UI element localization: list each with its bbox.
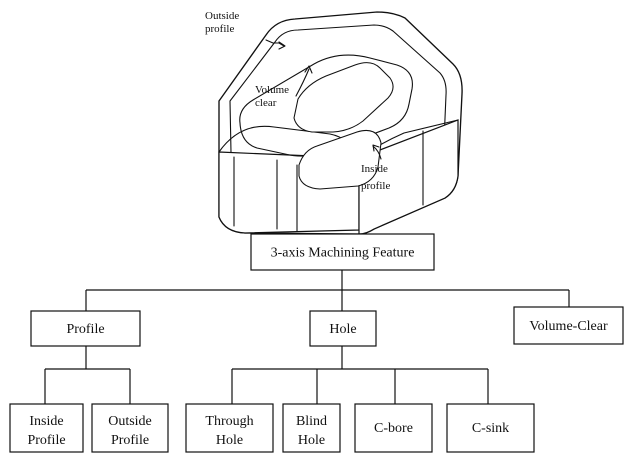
c-sink-node-box [446,403,535,453]
part-callouts: Outside profile Volume clear Inside prof… [205,10,390,192]
volume-clear-arrowhead [304,65,313,74]
inside-profile-leader [372,145,382,160]
profile-node: Profile [30,310,141,347]
root-node: 3-axis Machining Feature [250,233,435,271]
blind-hole-node: Blind Hole [282,403,341,453]
inside-profile-node-box [9,403,84,453]
root-node-box [250,233,435,271]
inside-profile-node-label-line-2: Profile [27,433,65,448]
inside-profile-callout-line-2: profile [361,180,390,192]
inside-profile-node-label-line-1: Inside [29,414,63,429]
blind-hole-node-label-line-2: Hole [298,433,325,448]
blind-hole-node-box [282,403,341,453]
pocket-upper-rim [239,54,413,157]
hole-node: Hole [309,310,377,347]
inside-profile-arrowhead [372,144,380,152]
hierarchy-connectors [44,270,570,404]
profile-node-box [30,310,141,347]
outside-profile-callout-line-1: Outside [205,10,239,22]
hierarchy-nodes: 3-axis Machining Feature Profile Hole Vo… [9,233,624,453]
volume-clear-callout-line-2: clear [255,97,277,109]
profile-node-label: Profile [66,322,104,337]
outside-profile-arrowhead [278,41,286,50]
outside-profile-node-label-line-1: Outside [108,414,152,429]
hole-node-box [309,310,377,347]
c-bore-node: C-bore [354,403,433,453]
volume-clear-leader [295,68,310,97]
volume-clear-node-box [513,306,624,345]
hole-node-label: Hole [329,322,356,337]
outside-profile-node: Outside Profile [91,403,169,453]
inside-profile-callout-line-1: Inside [361,163,388,175]
inside-profile-node: Inside Profile [9,403,84,453]
blind-hole-node-label-line-1: Blind [296,414,327,429]
outside-profile-node-label-line-2: Profile [111,433,149,448]
c-bore-node-label: C-bore [374,421,413,436]
outside-profile-leader [265,39,285,47]
volume-clear-callout-line-1: Volume [255,84,289,96]
outside-profile-callout-line-2: profile [205,23,234,35]
c-sink-node: C-sink [446,403,535,453]
c-bore-node-box [354,403,433,453]
volume-clear-node: Volume-Clear [513,306,624,345]
pocket-inner-floor [293,62,394,133]
outside-profile-node-box [91,403,169,453]
through-hole-node: Through Hole [185,403,274,453]
outer-rim [218,11,463,235]
c-sink-node-label: C-sink [472,421,509,436]
volume-clear-node-label: Volume-Clear [529,319,608,334]
through-hole-node-label-line-2: Hole [216,433,243,448]
root-node-label: 3-axis Machining Feature [271,246,415,261]
through-hole-node-label-line-1: Through [205,414,253,429]
through-hole-node-box [185,403,274,453]
pocket-lower-slot [298,129,382,190]
part-illustration [218,11,463,235]
